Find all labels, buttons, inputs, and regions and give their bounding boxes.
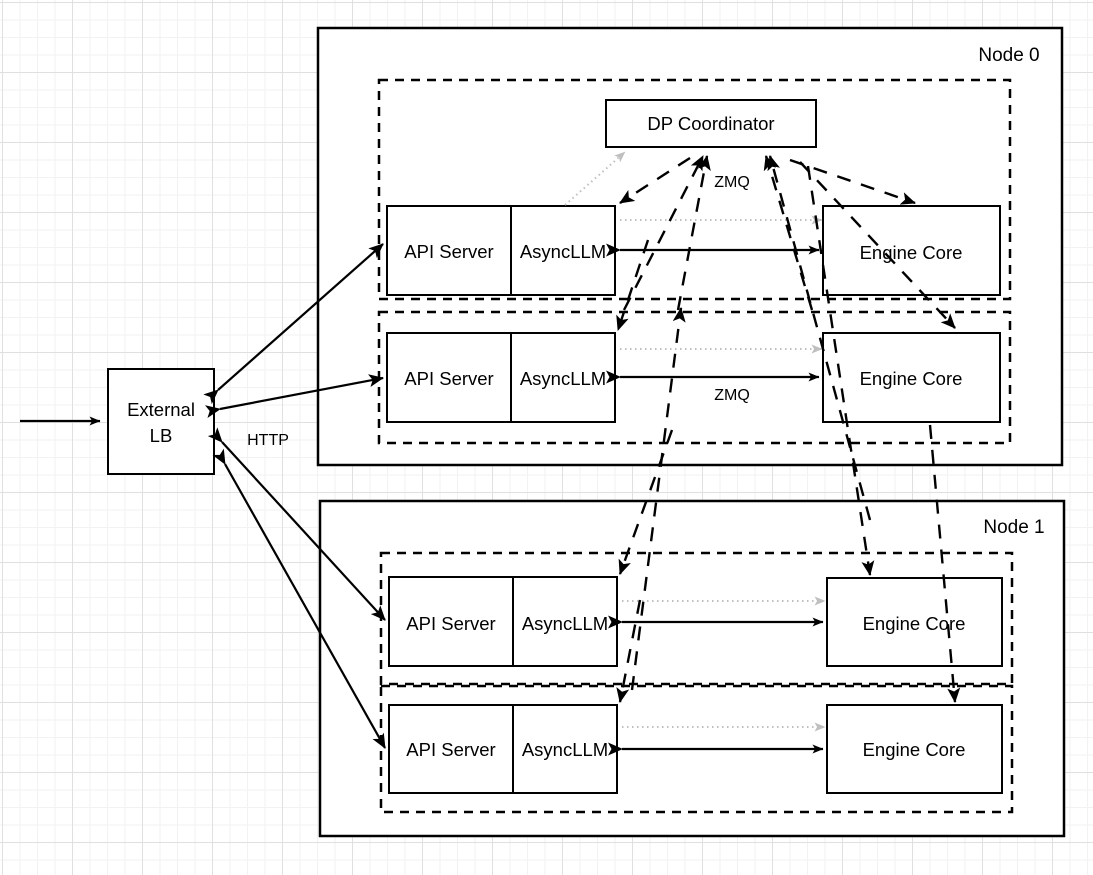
engine-core-label: Engine Core (860, 242, 963, 263)
coordinator-out-to-node1-g0-engine (806, 165, 875, 576)
api-server-unit-box[interactable] (386, 205, 616, 296)
asyncllm-label: AsyncLLM (520, 241, 606, 262)
node-0-group-0-boundary[interactable] (377, 78, 1012, 301)
coordinator-dashed-links (616, 155, 961, 703)
zmq-edge-label-bottom: ZMQ (714, 387, 750, 404)
coordinator-link-in-right-b (767, 155, 872, 521)
engine-core-box[interactable] (822, 332, 1001, 423)
node-0-label: Node 0 (978, 45, 1039, 66)
coordinator-out-to-node1-g1-asyncllm (616, 599, 642, 703)
asyncllm-to-coordinator-dotted-link (564, 151, 626, 206)
node-1-group-1: API Server AsyncLLM Engine Core (388, 704, 1003, 794)
engine-core-label: Engine Core (860, 368, 963, 389)
http-edge-label: HTTP (247, 432, 289, 449)
engine-core-label: Engine Core (863, 613, 966, 634)
external-lb-box[interactable] (107, 368, 215, 475)
api-server-unit-box[interactable] (386, 332, 616, 423)
lb-to-node1-group1-link (212, 448, 386, 749)
lb-to-node0-group0-link (203, 243, 384, 405)
engine-core-box[interactable] (826, 704, 1003, 794)
api-server-label: API Server (406, 739, 495, 760)
node-1-group-0: API Server AsyncLLM Engine Core (388, 576, 1003, 667)
dp-coordinator-box[interactable] (605, 99, 817, 148)
api-server-label: API Server (404, 368, 493, 389)
coordinator-link-in-right-a (763, 155, 814, 311)
external-lb-label-line2: LB (150, 425, 173, 446)
coordinator-link-in-left-a (622, 155, 705, 311)
engine-core-label: Engine Core (863, 739, 966, 760)
coordinator-out-to-node0-g1-engine (799, 161, 956, 329)
asyncllm-enginecore-links: ZMQ ZMQ (606, 174, 826, 756)
node-0-group-0: API Server AsyncLLM Engine Core (386, 205, 1001, 296)
node-0-group-1: API Server AsyncLLM Engine Core (386, 332, 1001, 423)
engine-core-box[interactable] (826, 577, 1003, 667)
coordinator-out-to-node0-g0-asyncllm (619, 156, 691, 205)
asyncllm-label: AsyncLLM (522, 613, 608, 634)
asyncllm-label: AsyncLLM (520, 368, 606, 389)
coordinator-out-to-node0-g1-asyncllm (616, 239, 650, 331)
dp-coordinator-label: DP Coordinator (647, 113, 774, 134)
node-1-group-1-boundary[interactable] (379, 684, 1014, 814)
asyncllm-label: AsyncLLM (522, 739, 608, 760)
external-lb-label-line1: External (127, 399, 195, 420)
api-server-label: API Server (406, 613, 495, 634)
api-server-label: API Server (404, 241, 493, 262)
lb-to-node0-group1-link (205, 374, 384, 419)
lb-api-server-links: HTTP (203, 243, 386, 749)
coordinator-out-to-node1-g1-engine (928, 424, 961, 703)
api-server-unit-box[interactable] (388, 704, 618, 794)
zmq-edge-label-top: ZMQ (714, 174, 750, 191)
coordinator-link-in-left-b (676, 155, 711, 311)
engine-core-box[interactable] (822, 205, 1001, 296)
coordinator-out-to-node1-g0-asyncllm (618, 429, 674, 575)
node-1-label: Node 1 (983, 517, 1044, 538)
coordinator-out-to-node0-g0-engine (789, 158, 916, 205)
